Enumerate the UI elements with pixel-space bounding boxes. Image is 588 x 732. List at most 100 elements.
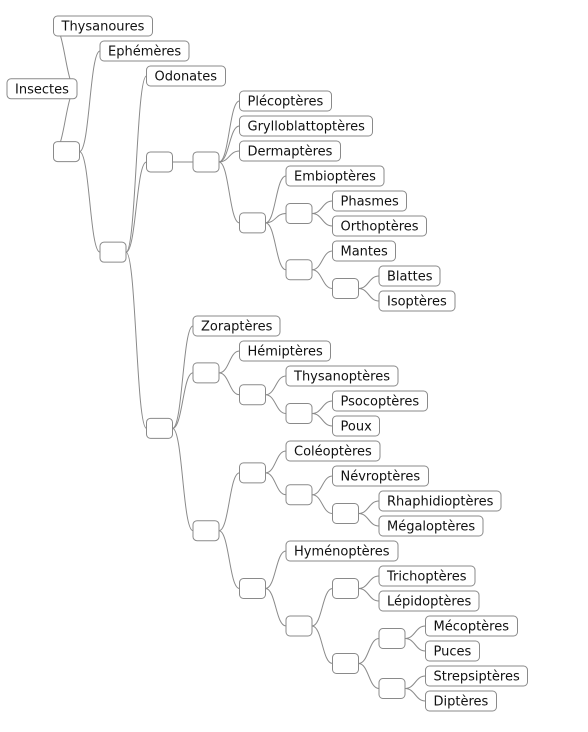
- branch-line: [265, 375, 287, 396]
- branch-line: [358, 513, 380, 527]
- branch-line: [79, 50, 101, 153]
- node-box: [99, 241, 127, 263]
- node-box: [378, 678, 406, 699]
- branch-line: [79, 151, 101, 253]
- node-label: Psocoptères: [341, 395, 420, 410]
- node-box: [285, 259, 313, 281]
- taxon-node-embiopteres: Embioptères: [285, 165, 385, 187]
- branch-line: [125, 75, 147, 253]
- branch-line: [311, 269, 333, 289]
- node-box: [239, 212, 266, 234]
- node-box: [285, 365, 399, 387]
- taxon-node-dermapteres: Dermaptères: [239, 140, 341, 162]
- clade-node-5: [192, 151, 220, 173]
- node-label: Strepsiptères: [434, 670, 520, 685]
- node-label: Phasmes: [341, 195, 399, 210]
- node-label: Blattes: [387, 270, 433, 285]
- taxon-node-nevropteres: Névroptères: [332, 465, 429, 487]
- node-box: [285, 615, 313, 637]
- node-box: [378, 515, 484, 537]
- clade-node-2: [332, 278, 359, 299]
- node-box: [99, 40, 190, 62]
- node-box: [332, 190, 407, 212]
- node-box: [332, 578, 359, 599]
- branch-line: [404, 638, 426, 652]
- clade-node-17: [285, 615, 313, 637]
- clade-node-7: [285, 403, 313, 424]
- taxon-node-isopteres: Isoptères: [378, 290, 456, 312]
- node-box: [332, 465, 429, 487]
- branch-line: [311, 200, 333, 214]
- node-box: [425, 665, 528, 687]
- node-label: Orthoptères: [341, 220, 419, 235]
- taxon-node-hemipteres: Hémiptères: [239, 340, 331, 362]
- node-label: Mantes: [341, 245, 389, 260]
- node-box: [378, 290, 456, 312]
- clade-node-22: [53, 141, 80, 163]
- clade-node-8: [239, 384, 266, 406]
- branch-line: [311, 400, 333, 414]
- node-label: Hémiptères: [248, 345, 323, 360]
- node-box: [239, 578, 266, 599]
- node-box: [192, 151, 220, 173]
- taxon-node-grylloblattopteres: Grylloblattoptères: [239, 115, 373, 137]
- branch-line: [218, 161, 240, 224]
- node-label: Névroptères: [341, 470, 421, 485]
- node-box: [239, 384, 266, 406]
- taxon-node-dipteres: Diptères: [425, 690, 497, 712]
- branch-line: [265, 213, 287, 224]
- node-box: [239, 340, 331, 362]
- branch-line: [358, 275, 380, 289]
- clade-node-6: [146, 151, 173, 173]
- branch-line: [265, 450, 287, 474]
- taxon-node-megalopteres: Mégaloptères: [378, 515, 484, 537]
- node-box: [285, 203, 313, 224]
- clade-node-10: [332, 503, 359, 524]
- branch-line: [172, 372, 194, 429]
- clade-node-12: [239, 462, 266, 484]
- taxon-node-orthopteres: Orthoptères: [332, 215, 427, 237]
- node-label: Thysanoptères: [293, 370, 390, 385]
- node-box: [378, 565, 476, 587]
- clade-node-20: [146, 417, 173, 439]
- taxon-node-hymenopteres: Hyménoptères: [285, 540, 399, 562]
- branch-line: [125, 251, 147, 429]
- taxon-node-blattes: Blattes: [378, 265, 441, 287]
- clade-node-15: [378, 678, 406, 699]
- taxon-node-phasmes: Phasmes: [332, 190, 407, 212]
- node-box: [192, 520, 220, 542]
- tree-edges: [53, 25, 426, 702]
- branch-line: [311, 413, 333, 427]
- node-box: [332, 215, 427, 237]
- node-box: [146, 151, 173, 173]
- taxon-node-mantes: Mantes: [332, 240, 396, 262]
- branch-line: [311, 475, 333, 496]
- node-box: [6, 78, 78, 100]
- node-box: [425, 615, 518, 637]
- clade-node-21: [99, 241, 127, 263]
- taxon-node-strepsipteres: Strepsiptères: [425, 665, 528, 687]
- clade-node-14: [378, 628, 406, 649]
- branch-line: [265, 175, 287, 224]
- node-box: [53, 141, 80, 163]
- tree-nodes: ThysanouresEphémèresOdonatesPlécoptèresG…: [6, 15, 528, 712]
- node-label: Trichoptères: [386, 570, 467, 585]
- node-label: Grylloblattoptères: [248, 120, 366, 135]
- taxon-node-poux: Poux: [332, 415, 380, 437]
- branch-line: [172, 325, 194, 429]
- taxon-node-plecopteres: Plécoptères: [239, 90, 332, 112]
- node-box: [285, 440, 381, 462]
- taxon-node-thysanoures: Thysanoures: [53, 15, 153, 37]
- taxon-node-rhaphidiopteres: Rhaphidioptères: [378, 490, 502, 512]
- node-box: [378, 265, 441, 287]
- branch-line: [218, 350, 240, 374]
- node-box: [239, 462, 266, 484]
- taxon-node-puces: Puces: [425, 640, 480, 662]
- node-box: [332, 415, 380, 437]
- node-box: [285, 165, 385, 187]
- clade-node-4: [239, 212, 266, 234]
- node-label: Poux: [341, 420, 373, 435]
- branch-line: [265, 472, 287, 496]
- node-label: Ephémères: [108, 45, 181, 60]
